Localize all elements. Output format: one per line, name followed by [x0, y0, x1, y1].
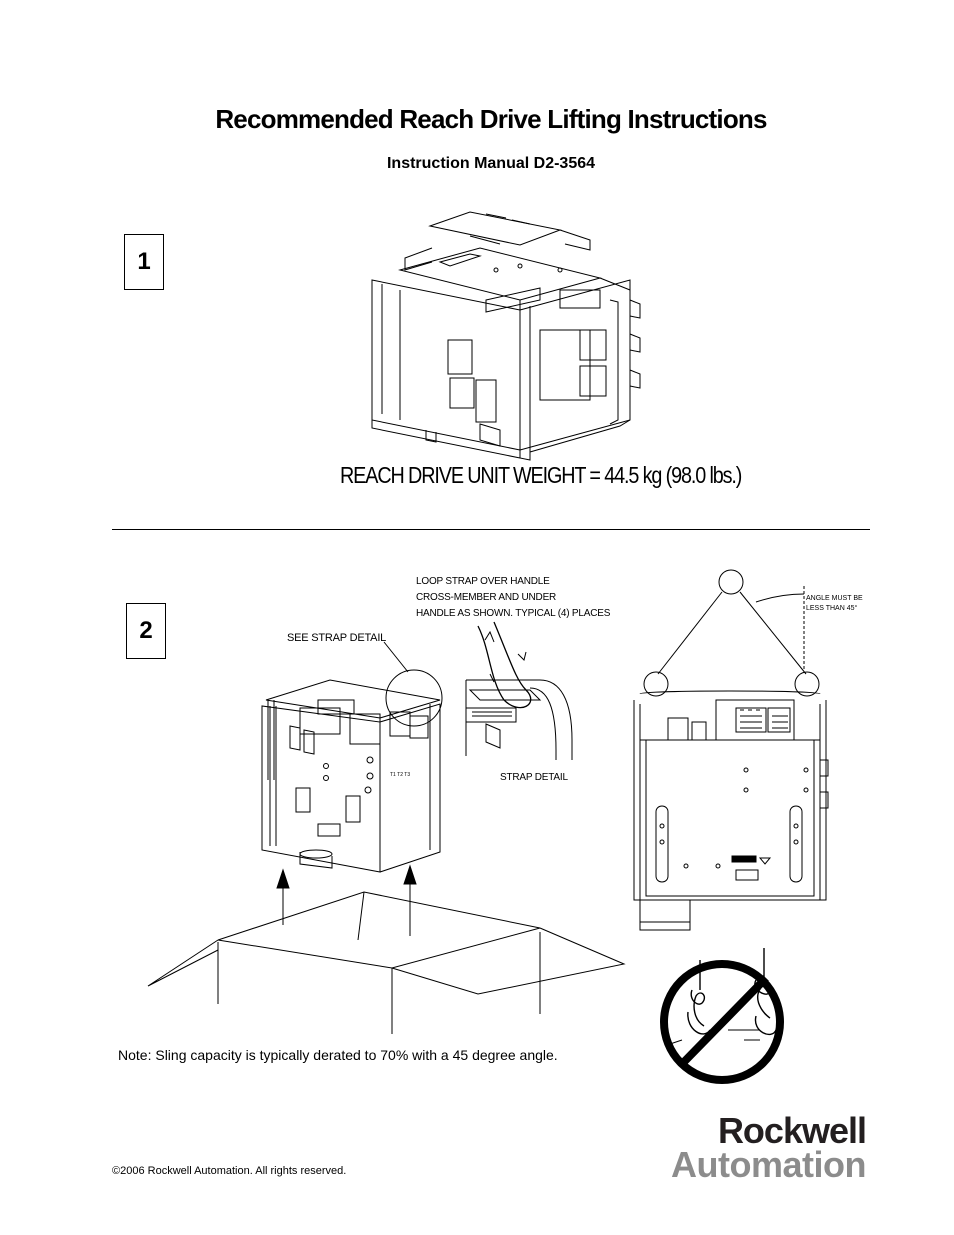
section-divider	[112, 529, 870, 530]
step-2-badge: 2	[126, 603, 166, 659]
logo-rockwell: Rockwell	[717, 1110, 867, 1151]
see-strap-detail-callout: SEE STRAP DETAIL	[287, 632, 387, 644]
drive-unit-isometric-2: T1 T2 T3	[261, 641, 443, 936]
svg-text:T1 T2 T3: T1 T2 T3	[390, 772, 410, 778]
strap-detail-label: STRAP DETAIL	[500, 772, 568, 783]
angle-line-2: LESS THAN 45°	[806, 605, 858, 612]
loop-strap-callout: LOOP STRAP OVER HANDLE CROSS-MEMBER AND …	[416, 574, 610, 622]
loop-strap-line-2: CROSS-MEMBER AND UNDER	[416, 592, 557, 603]
logo-automation: Automation	[671, 1144, 866, 1185]
step-1-badge: 1	[124, 234, 164, 290]
page-subtitle: Instruction Manual D2-3564	[386, 155, 596, 172]
sling-capacity-note: Note: Sling capacity is typically derate…	[118, 1047, 558, 1063]
front-view-with-sling	[633, 569, 829, 931]
prohibition-symbol	[660, 948, 784, 1084]
page-title: Recommended Reach Drive Lifting Instruct…	[215, 104, 767, 134]
angle-line-1: ANGLE MUST BE	[806, 595, 863, 602]
angle-callout: ANGLE MUST BE LESS THAN 45°	[806, 594, 863, 614]
copyright: ©2006 Rockwell Automation. All rights re…	[112, 1165, 347, 1177]
shipping-box	[147, 891, 626, 1034]
strap-detail-illustration	[465, 621, 573, 760]
unit-weight-label: REACH DRIVE UNIT WEIGHT = 44.5 kg (98.0 …	[340, 462, 742, 488]
loop-strap-line-3: HANDLE AS SHOWN. TYPICAL (4) PLACES	[416, 608, 611, 619]
loop-strap-line-1: LOOP STRAP OVER HANDLE	[416, 576, 550, 587]
drive-unit-isometric-1	[371, 211, 641, 461]
